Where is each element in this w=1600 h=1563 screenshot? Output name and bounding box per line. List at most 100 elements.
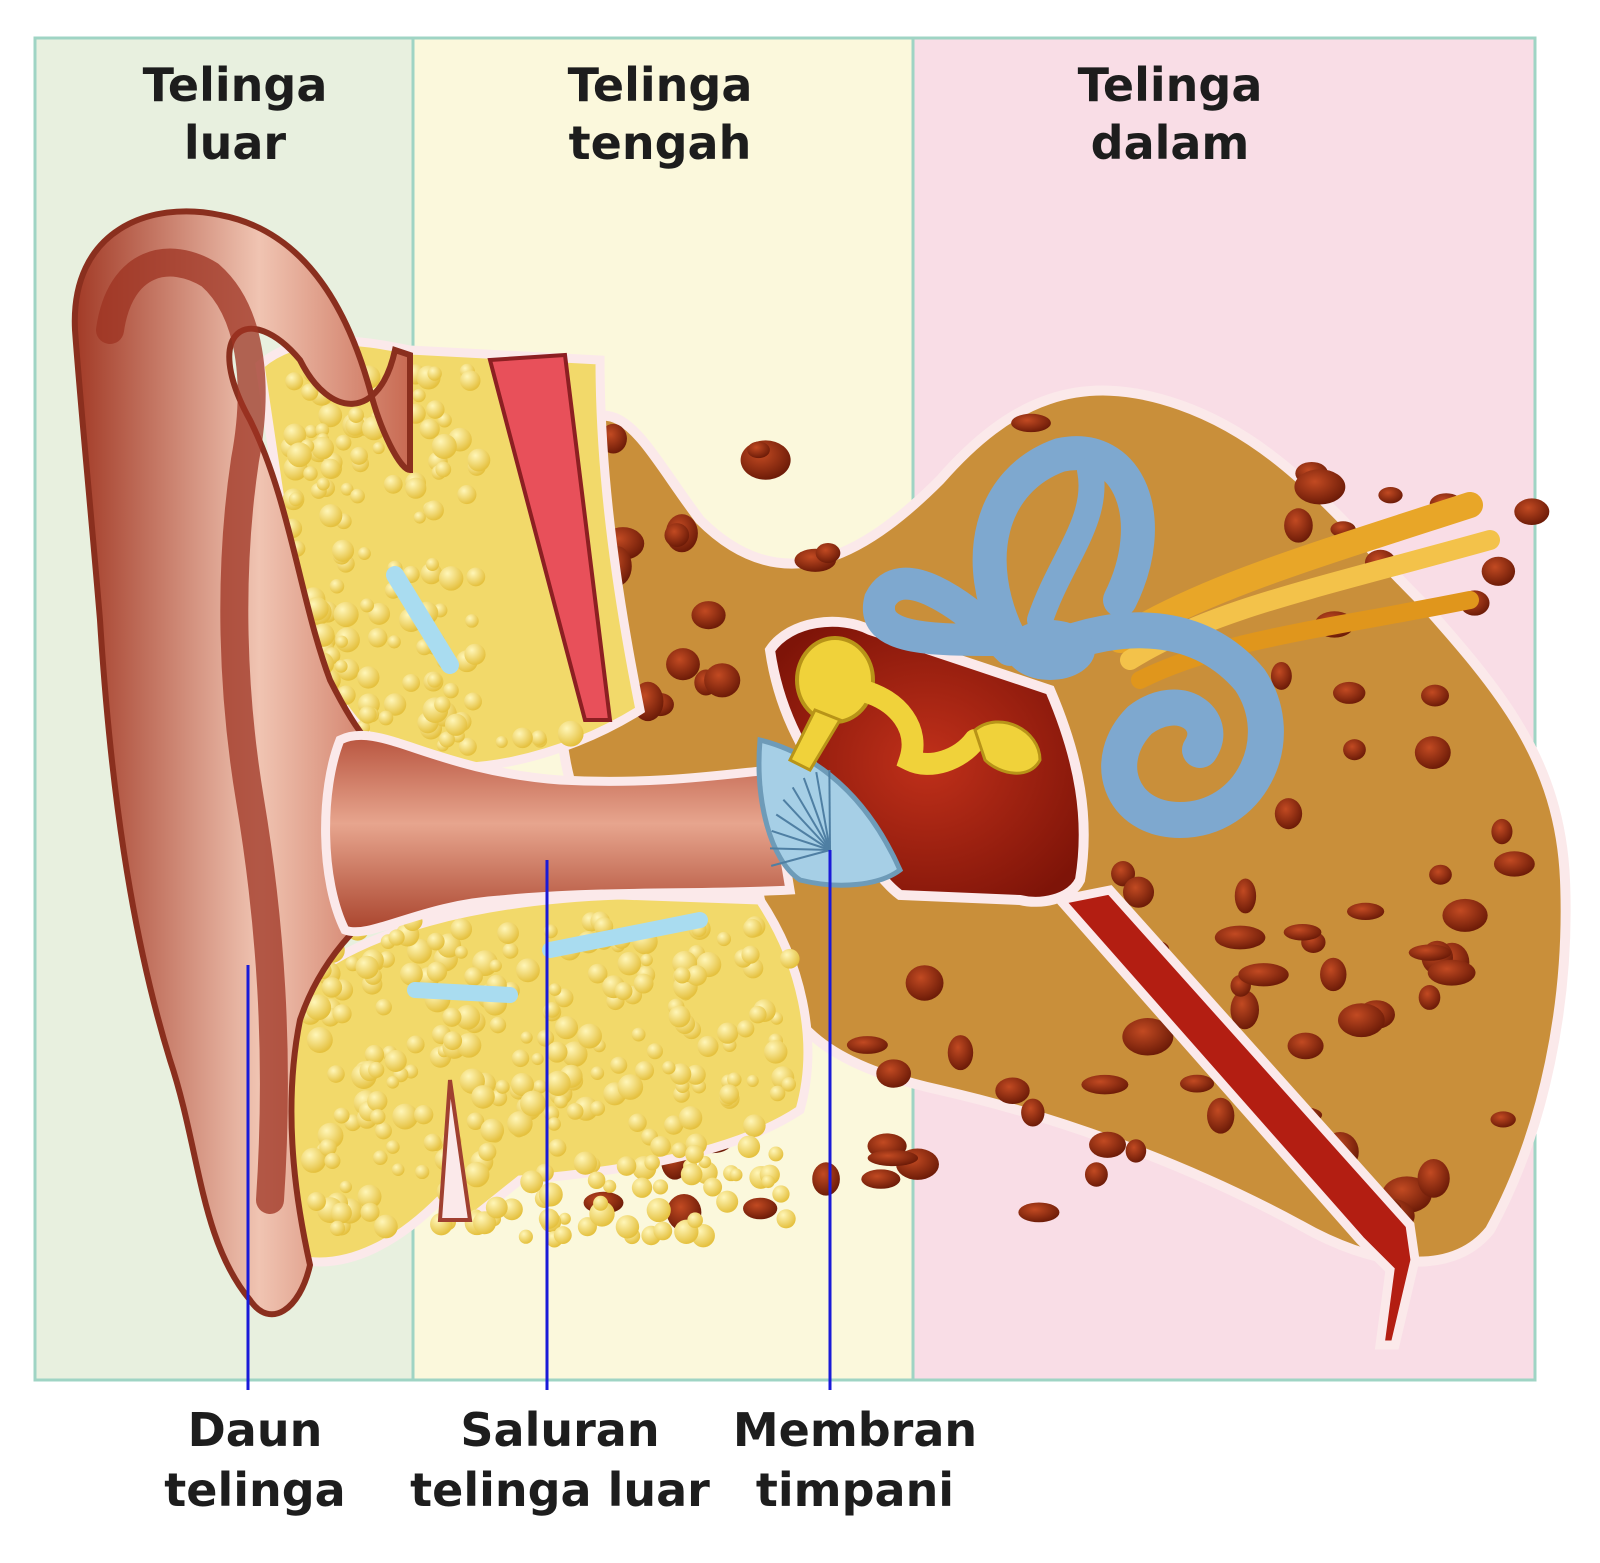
fat-cell [301, 383, 319, 401]
membrane-ray [770, 849, 831, 867]
region-title-line: dalam [1090, 116, 1250, 170]
bone-pore [1284, 508, 1313, 543]
fat-cell [590, 1066, 605, 1081]
label-saluran-telinga-luar: Saluran telinga luar [390, 1400, 730, 1520]
fat-cell [373, 1214, 398, 1239]
fat-cell [673, 966, 691, 984]
fat-cell [406, 1035, 425, 1054]
fat-cell [392, 1103, 419, 1130]
fat-cell [769, 1085, 786, 1102]
bone-pore [666, 648, 700, 681]
fat-cell [426, 932, 445, 951]
fat-cell [348, 407, 364, 423]
fat-cell [663, 1115, 684, 1135]
fat-cell [438, 731, 455, 748]
fat-cell [464, 643, 486, 665]
fat-cell [466, 567, 486, 587]
fat-cell [425, 557, 439, 572]
region-title-outer-ear: Telinga luar [85, 56, 385, 172]
fat-cell [391, 1163, 405, 1177]
fat-cell [685, 1144, 704, 1164]
fat-cell [444, 713, 468, 736]
fat-cell [768, 1146, 784, 1162]
panel-border [33, 36, 1537, 1382]
fat-cell [458, 737, 477, 756]
fat-cell [329, 578, 345, 594]
fat-cell [287, 442, 312, 468]
region-title-inner-ear: Telinga dalam [1020, 56, 1320, 172]
fat-cell [520, 1170, 544, 1194]
fat-cell [497, 922, 519, 944]
fat-cell [412, 388, 426, 403]
membrane-ray [802, 777, 831, 851]
fat-cell [319, 504, 343, 528]
fat-cell [471, 1085, 495, 1109]
bone-pore [876, 1059, 912, 1088]
ossicles [787, 636, 1042, 775]
fat-cell [781, 1077, 797, 1092]
fat-cell [368, 1061, 385, 1078]
fat-cell [615, 1215, 640, 1239]
bone-pore [1018, 1202, 1060, 1223]
fat-cell [320, 458, 341, 479]
bone-pore [1378, 487, 1403, 504]
region-title-line: Telinga [567, 58, 753, 112]
fat-cell [435, 461, 452, 478]
fat-cell [364, 1044, 385, 1065]
fat-cell [473, 1211, 497, 1235]
fat-cell [631, 1027, 646, 1042]
fat-cell [360, 598, 375, 613]
fat-cell [590, 1100, 606, 1116]
fat-cell [443, 682, 459, 699]
fat-cell [306, 1026, 333, 1053]
fat-cell [464, 1161, 490, 1188]
fat-cell [334, 659, 348, 673]
fat-cell [512, 727, 533, 749]
fat-cell [546, 1041, 568, 1063]
bone-pore [905, 965, 944, 1001]
fat-cell [350, 446, 368, 465]
membrane-ray [775, 813, 831, 851]
bone-pore [1429, 864, 1452, 885]
fat-cell [737, 1020, 755, 1038]
fat-cell [573, 1151, 598, 1175]
fat-cell [515, 958, 540, 983]
fat-cell [662, 1060, 676, 1075]
fat-cell [547, 1117, 561, 1131]
bone-pore [1234, 878, 1257, 914]
bone-pore [861, 1169, 901, 1189]
fat-cell [303, 466, 318, 481]
fat-cell [388, 929, 405, 946]
fat-cell [370, 1109, 386, 1125]
fat-cell [703, 1177, 723, 1197]
bone-pore [1442, 898, 1488, 932]
label-line: timpani [755, 1463, 955, 1517]
fat-cell [742, 918, 762, 938]
fat-cell [305, 994, 332, 1021]
fat-cell [746, 1074, 759, 1087]
bone-pore [1270, 661, 1292, 690]
bone-pore [1491, 818, 1513, 845]
fat-cell [729, 1168, 743, 1182]
fat-cell [386, 1140, 400, 1154]
fat-cell [511, 1049, 530, 1068]
fat-cell [538, 1182, 563, 1207]
bone-pore [1122, 876, 1155, 908]
fat-cell [358, 705, 377, 724]
fat-cell [374, 1122, 392, 1140]
fat-cell [489, 1016, 507, 1034]
bone-pore [812, 1162, 840, 1196]
fat-cell [553, 1226, 572, 1245]
fat-cell [402, 673, 421, 692]
label-line: Saluran [460, 1403, 660, 1457]
fat-cell [304, 424, 318, 439]
bone-pore [846, 1036, 888, 1054]
fat-cell [427, 366, 442, 381]
bony-labyrinth [863, 436, 1284, 839]
fat-cell [399, 962, 423, 986]
fat-cell [419, 418, 440, 440]
membrane-ray [771, 830, 831, 851]
fat-cell [593, 1195, 609, 1211]
fat-cell [628, 1113, 647, 1132]
fat-cell [634, 1061, 655, 1081]
